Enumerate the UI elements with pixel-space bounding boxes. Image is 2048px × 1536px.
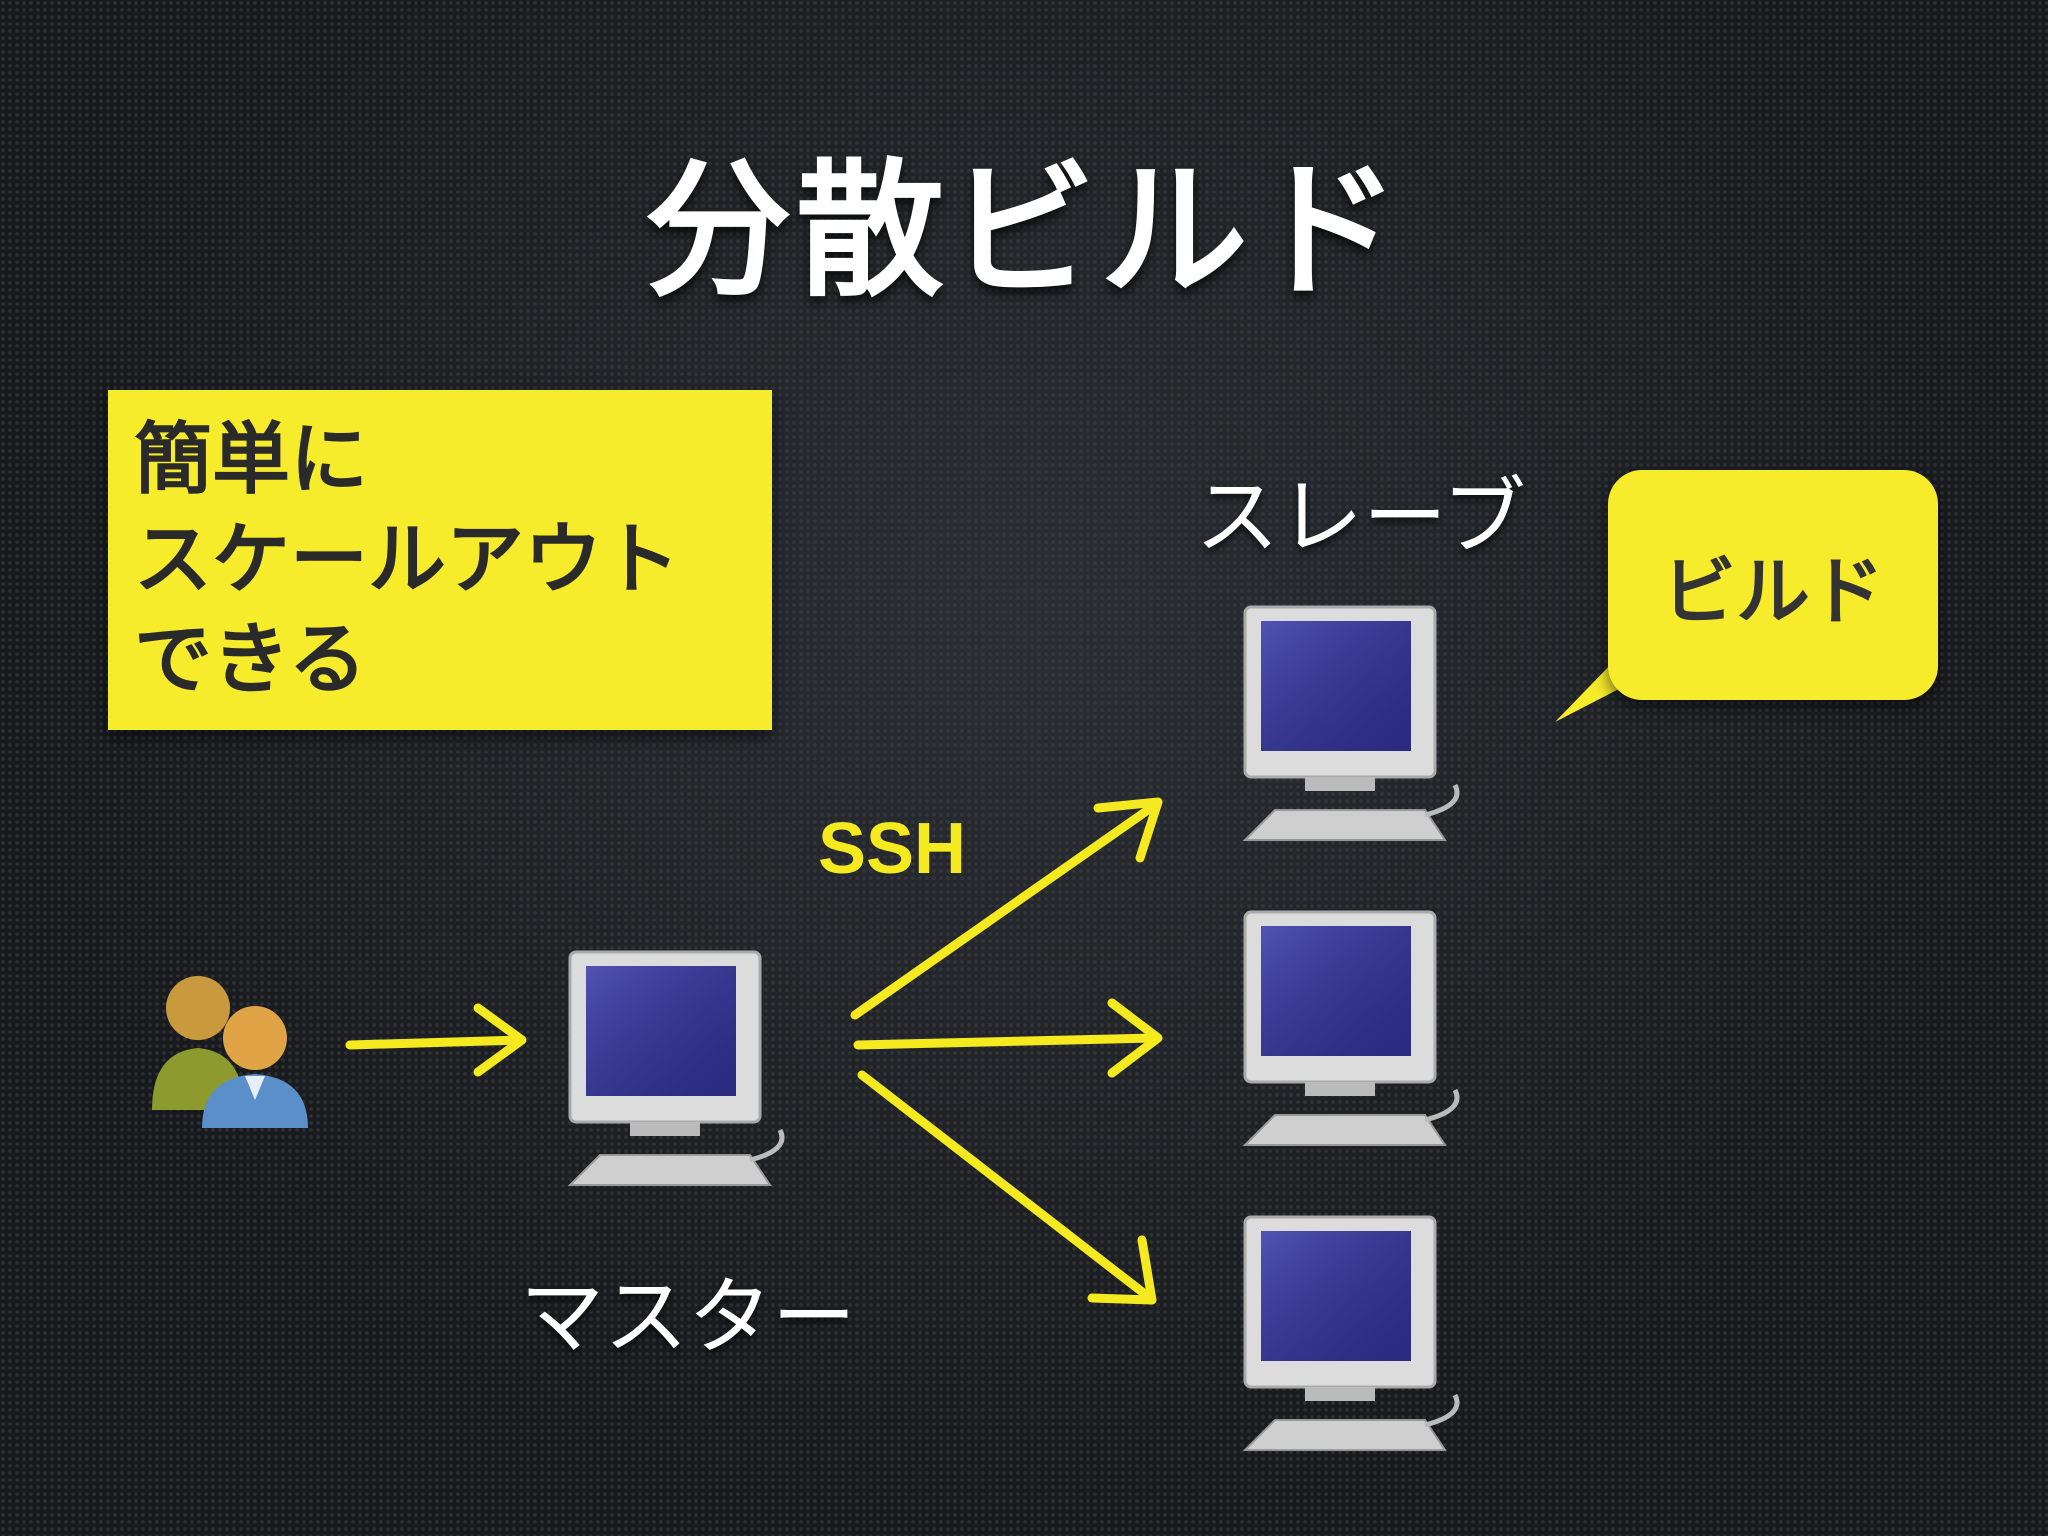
note-line: 簡単に (134, 415, 369, 505)
build-bubble: ビルド (1608, 470, 1938, 700)
slave-computer-icon (1242, 910, 1460, 1146)
master-computer-icon (567, 950, 785, 1186)
build-bubble-text: ビルド (1662, 548, 1884, 635)
slave-computer-icon (1242, 605, 1460, 841)
note-box: 簡単に スケールアウト できる (108, 390, 772, 730)
slave-label: スレーブ (1195, 468, 1526, 566)
ssh-label: SSH (818, 809, 967, 889)
master-to-slave3-arrow (857, 1070, 1157, 1305)
master-label: マスター (520, 1268, 857, 1366)
note-line: できる (134, 615, 367, 705)
users-icon (152, 976, 308, 1128)
slave-computer-icon (1242, 1215, 1460, 1451)
master-to-slave1-arrow (850, 797, 1163, 1020)
slide-title: 分散ビルド (644, 145, 1404, 317)
master-to-slave2-arrow (853, 998, 1163, 1078)
user-to-master-arrow (345, 1003, 527, 1077)
note-line: スケールアウト (134, 515, 681, 605)
